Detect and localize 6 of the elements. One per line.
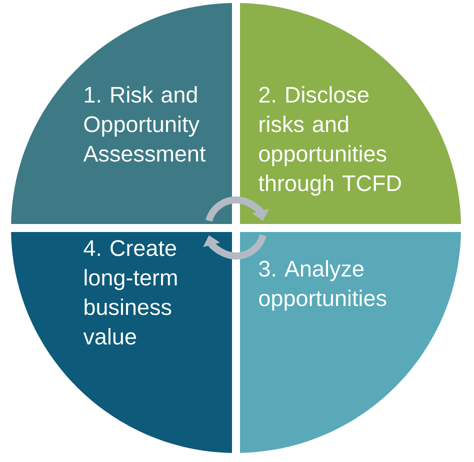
quadrant-segment: 2. Disclose risks and opportunities through TCFD — [240, 3, 461, 224]
quadrant-segment: 4. Create long-term business value — [11, 232, 232, 453]
cycle-arrow — [203, 234, 266, 260]
cycle-arrow — [206, 196, 269, 222]
quadrant-segment: 1. Risk and Opportunity Assessment — [11, 3, 232, 224]
quadrant-segment: 3. Analyze opportunities — [240, 232, 461, 453]
